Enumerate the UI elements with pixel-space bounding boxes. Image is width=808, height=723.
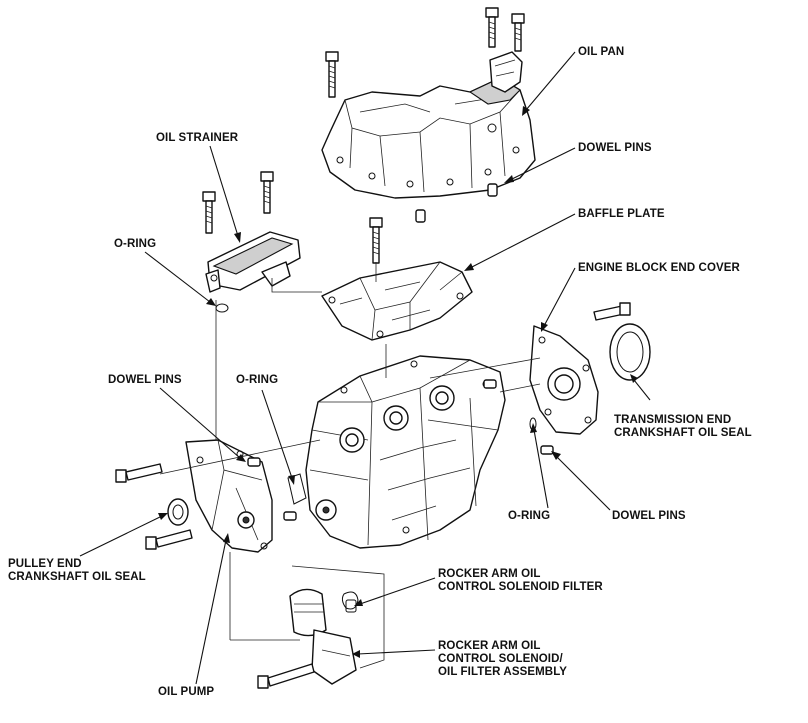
engine-block <box>305 355 506 549</box>
label-o-ring-mid: O-RING <box>236 374 279 386</box>
oil-filter-assembly <box>289 588 357 685</box>
label-oil-strainer: OIL STRAINER <box>156 132 239 144</box>
pump-bolt-2 <box>145 529 193 550</box>
label-solenoid-assembly-line-1: ROCKER ARM OIL <box>438 640 541 652</box>
bracket-bolt-1 <box>485 7 499 48</box>
label-dowel-pins-right: DOWEL PINS <box>612 510 686 522</box>
label-pulley-seal: PULLEY END CRANKSHAFT OIL SEAL <box>8 558 146 584</box>
label-solenoid-assembly-line-2: CONTROL SOLENOID/ <box>438 653 563 665</box>
strainer-bolt-1 <box>202 191 216 234</box>
label-solenoid-assembly: ROCKER ARM OIL CONTROL SOLENOID/ OIL FIL… <box>438 640 567 679</box>
label-oil-pump: OIL PUMP <box>158 686 215 698</box>
label-solenoid-filter-line-1: ROCKER ARM OIL <box>438 568 541 580</box>
baffle-bolt <box>369 217 383 264</box>
label-oil-pan: OIL PAN <box>578 46 625 58</box>
oil-pump <box>185 439 273 553</box>
baffle-plate <box>321 261 473 341</box>
pump-dowel-pin-1 <box>247 457 261 467</box>
label-pulley-seal-line-2: CRANKSHAFT OIL SEAL <box>8 571 146 583</box>
pump-bolt-1 <box>115 463 163 483</box>
solenoid-filter <box>341 591 359 613</box>
dowel-pin-top-1 <box>487 183 498 197</box>
end-cover-bolt <box>593 302 631 321</box>
oil-pan <box>321 77 536 199</box>
oil-pan-bracket <box>489 51 523 93</box>
transmission-oil-seal <box>609 323 651 381</box>
pump-dowel-pin-2 <box>283 511 297 521</box>
pulley-oil-seal <box>167 498 189 526</box>
label-transmission-seal: TRANSMISSION END CRANKSHAFT OIL SEAL <box>614 414 752 440</box>
label-o-ring-right: O-RING <box>508 510 551 522</box>
leader-lines <box>79 51 651 685</box>
bracket-bolt-2 <box>511 13 525 52</box>
label-dowel-pins-left: DOWEL PINS <box>108 374 182 386</box>
o-ring-gasket <box>287 473 307 505</box>
dowel-pin-mid <box>483 379 497 389</box>
label-pulley-seal-line-1: PULLEY END <box>8 558 82 570</box>
dowel-pin-top-2 <box>415 209 426 223</box>
label-dowel-pins-top: DOWEL PINS <box>578 142 652 154</box>
dowel-pin-right <box>540 445 554 455</box>
label-transmission-seal-line-2: CRANKSHAFT OIL SEAL <box>614 427 752 439</box>
oil-pan-bolt <box>325 51 339 98</box>
label-solenoid-filter: ROCKER ARM OIL CONTROL SOLENOID FILTER <box>438 568 603 594</box>
label-engine-block-end-cover: ENGINE BLOCK END COVER <box>578 262 740 274</box>
label-baffle-plate: BAFFLE PLATE <box>578 208 665 220</box>
label-solenoid-assembly-line-3: OIL FILTER ASSEMBLY <box>438 666 568 678</box>
engine-block-end-cover <box>529 325 599 435</box>
strainer-bolt-2 <box>260 171 274 214</box>
label-o-ring-left: O-RING <box>114 238 157 250</box>
oil-strainer <box>205 231 301 293</box>
label-transmission-seal-line-1: TRANSMISSION END <box>614 414 732 426</box>
o-ring-left <box>215 303 229 313</box>
filter-bolt <box>257 663 315 689</box>
label-solenoid-filter-line-2: CONTROL SOLENOID FILTER <box>438 581 603 593</box>
